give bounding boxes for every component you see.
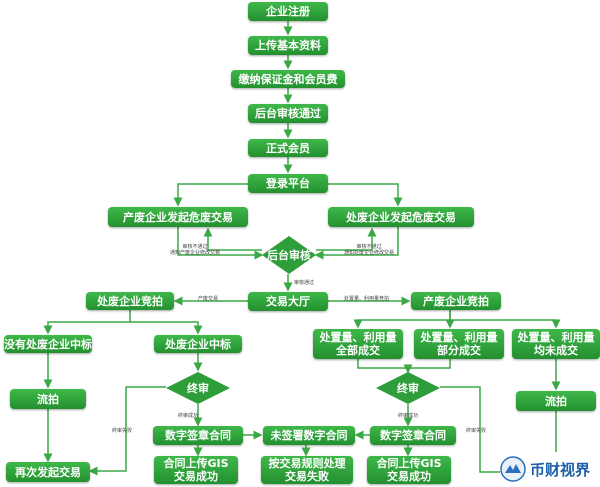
label-final-fail-left: 终审失败 [112, 428, 133, 434]
node-gis-right: 合同上传GIS 交易成功 [367, 456, 451, 484]
node-restart: 再次发起交易 [6, 462, 90, 482]
node-upload: 上传基本资料 [248, 36, 328, 55]
node-part-deal: 处置量、利用量 部分成交 [414, 329, 504, 359]
diamond-final-right-label: 终审 [397, 382, 419, 395]
node-login: 登录平台 [248, 174, 328, 193]
diamond-review-label: 后台审核 [267, 249, 311, 262]
node-unsigned: 未签署数字合同 [263, 426, 355, 445]
node-winner: 处废企业中标 [154, 335, 242, 353]
label-reject-right: 审核不通过 通知处废企业修改交易 [344, 244, 395, 256]
label-final-ok-left: 终审成功 [178, 413, 199, 419]
node-deposit: 缴纳保证金和会员费 [231, 70, 345, 88]
node-member: 正式会员 [248, 139, 328, 157]
diamond-final-left: 终审 [166, 372, 230, 404]
node-gis-left: 合同上传GIS 交易成功 [154, 456, 238, 484]
label-disposer-trade: 处置量、利用量竞拍 [344, 296, 390, 302]
node-rule-fail: 按交易规则处理 交易失败 [261, 456, 353, 484]
diamond-final-right: 终审 [376, 372, 440, 404]
node-hall: 交易大厅 [248, 292, 328, 311]
node-review-pass: 后台审核通过 [248, 104, 328, 123]
logo-icon [500, 456, 526, 482]
node-none-deal: 处置量、利用量 均未成交 [512, 329, 600, 359]
node-disposer-bid: 处废企业竞拍 [86, 292, 174, 310]
node-sign-right: 数字签章合同 [370, 426, 456, 445]
node-disposer-launch: 处废企业发起危废交易 [328, 207, 474, 227]
node-fail-right: 流拍 [516, 391, 596, 411]
node-producer-launch: 产废企业发起危废交易 [108, 207, 248, 227]
label-reject-left: 审核不通过 通知产废企业修改交易 [170, 244, 221, 256]
node-producer-bid: 产废企业竞拍 [411, 292, 501, 310]
label-final-ok-right: 终审成功 [398, 413, 419, 419]
node-fail-left: 流拍 [10, 389, 86, 409]
node-no-winner: 没有处废企业中标 [4, 335, 92, 353]
label-approved: 审核通过 [294, 280, 315, 286]
diamond-final-left-label: 终审 [187, 382, 209, 395]
node-sign-left: 数字签章合同 [153, 426, 243, 445]
label-final-fail-right: 终审失败 [466, 428, 487, 434]
label-producer-trade: 产废交易 [198, 296, 219, 302]
brand-logo: 币财视界 [500, 452, 598, 486]
node-register: 企业注册 [248, 2, 328, 21]
diamond-review: 后台审核 [262, 236, 316, 274]
logo-text: 币财视界 [530, 460, 591, 479]
node-all-deal: 处置量、利用量 全部成交 [313, 329, 403, 359]
